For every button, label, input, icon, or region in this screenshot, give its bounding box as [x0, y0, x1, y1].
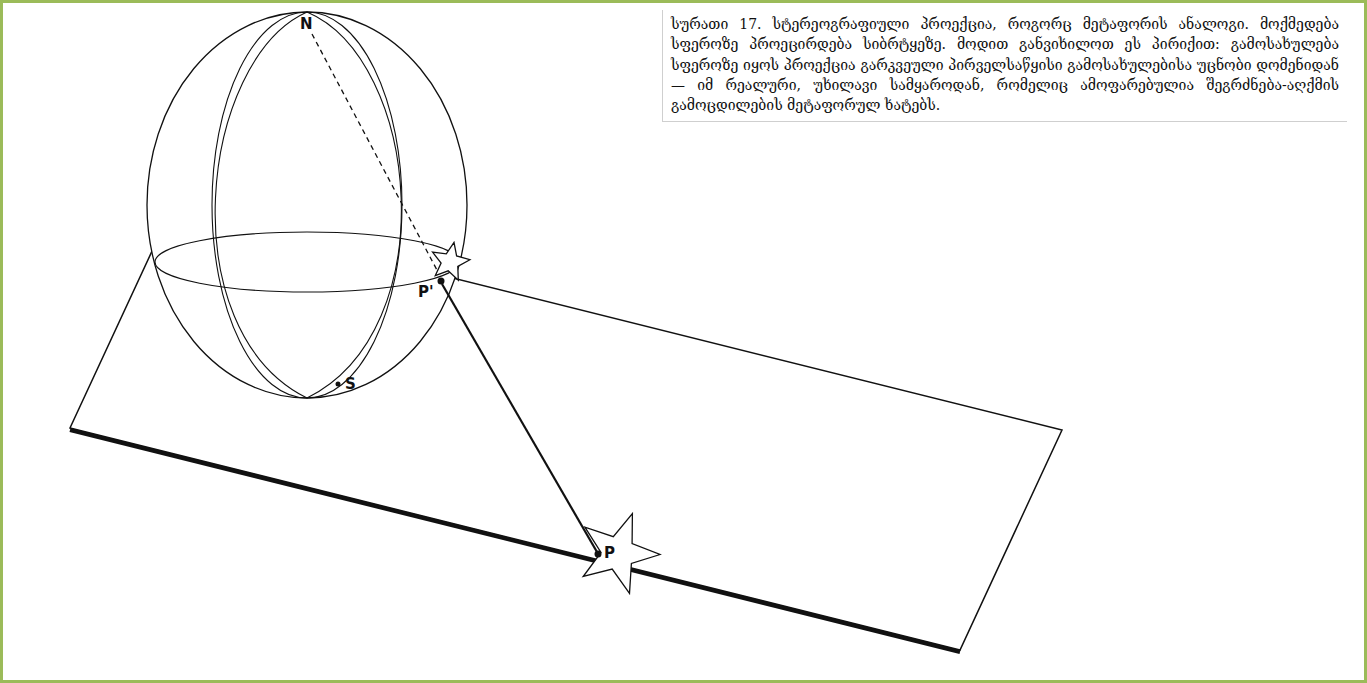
sphere-equator: [155, 232, 459, 292]
point-marker: [595, 551, 602, 558]
point-marker: [438, 278, 445, 285]
pole-label: S: [345, 377, 356, 392]
sphere-meridian: [307, 12, 401, 398]
projection-line: [442, 284, 597, 552]
pole-label: N: [300, 17, 313, 32]
star-figure: [433, 242, 470, 280]
point-label: P': [418, 285, 434, 300]
projection-ray: [312, 34, 438, 272]
point-label: P: [604, 546, 615, 561]
sphere: [147, 12, 467, 398]
star-figure: [583, 514, 660, 594]
sphere-meridian: [212, 12, 402, 398]
figure-caption: სურათი 17. სტერეოგრაფიული პროექცია, როგო…: [662, 10, 1347, 122]
plane-front-edge: [70, 430, 960, 652]
sphere-meridian: [215, 12, 307, 398]
point-marker: [336, 382, 341, 387]
